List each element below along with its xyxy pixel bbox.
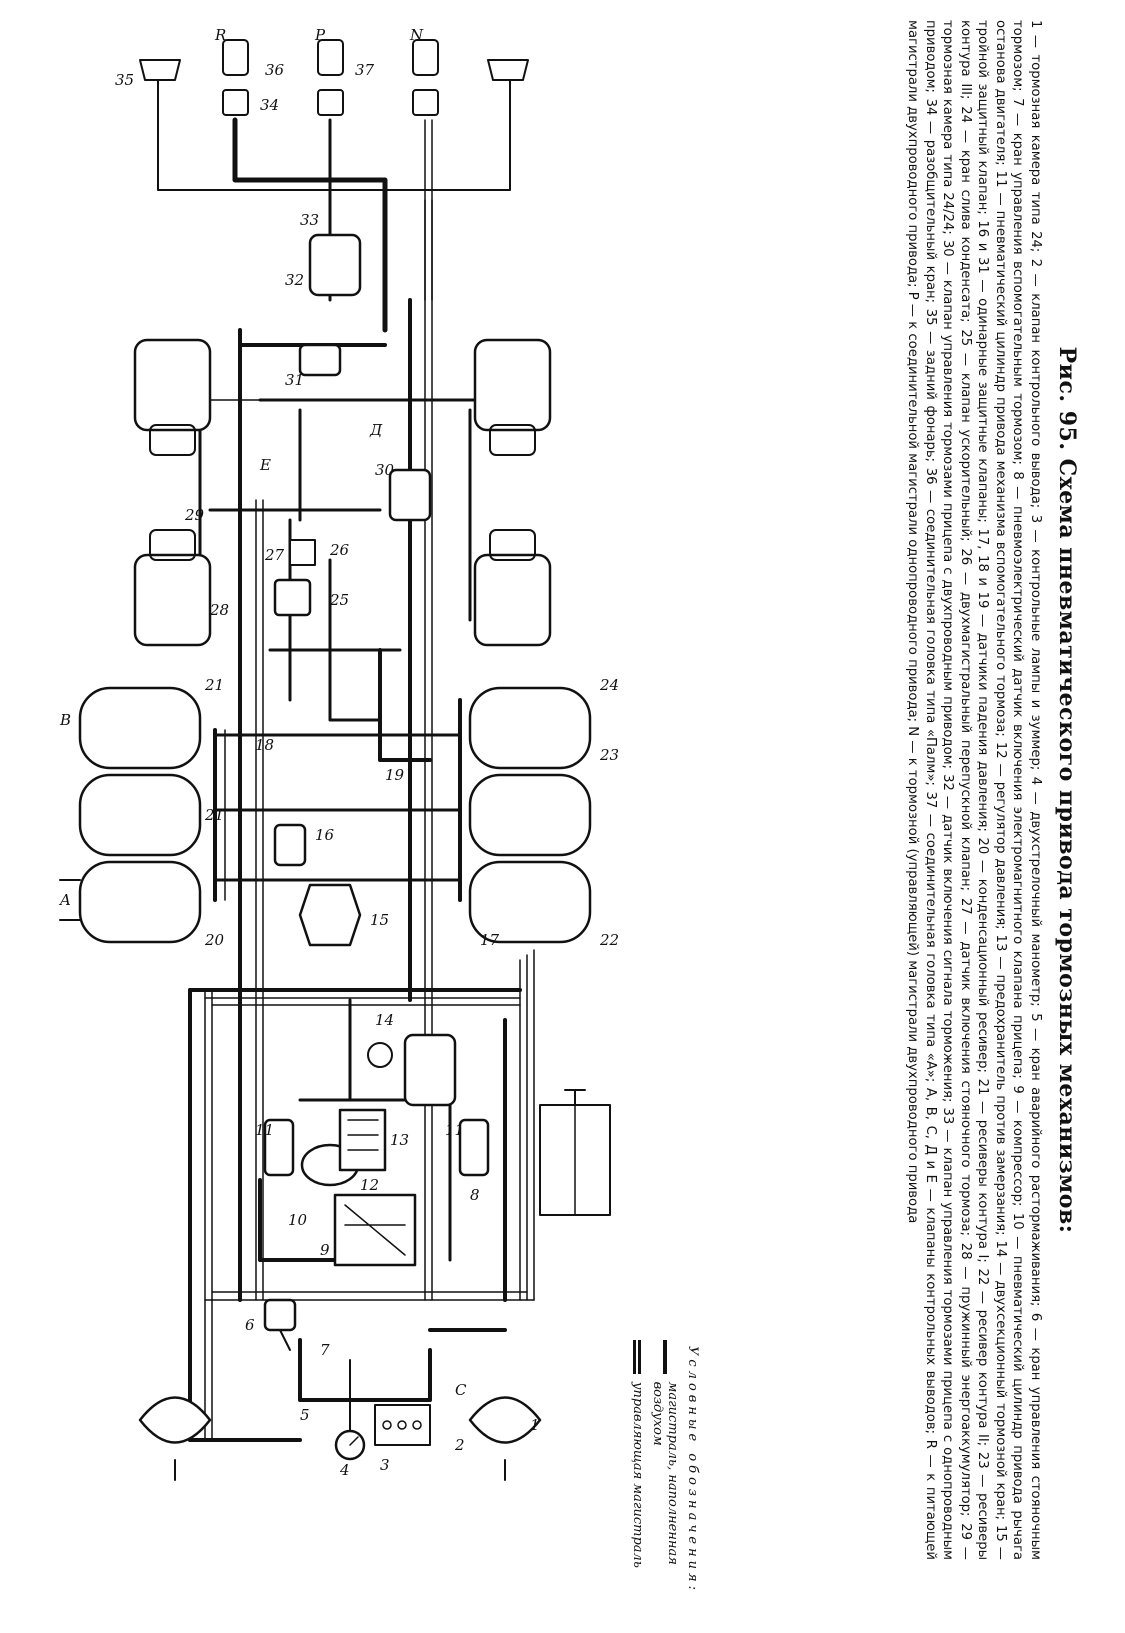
callout-15: 15 <box>370 911 389 929</box>
callout-29: 29 <box>184 506 205 524</box>
coupling-head-N <box>412 39 439 116</box>
callout-20: 20 <box>204 931 225 949</box>
callout-B: B <box>59 711 71 729</box>
callout-P: P <box>314 26 326 44</box>
callout-30: 30 <box>375 461 395 479</box>
rear-lamp-left-35 <box>139 59 181 81</box>
callout-22: 22 <box>599 931 619 949</box>
callout-26: 26 <box>329 541 350 559</box>
callout-11-right: 11 <box>445 1121 464 1139</box>
control-line-swatch <box>633 1340 642 1374</box>
callout-27: 27 <box>264 546 285 564</box>
callout-21-b: 21 <box>204 676 224 694</box>
control-lamps-3 <box>374 1404 431 1446</box>
figure-title: Рис. 95. Схема пневматического привода т… <box>1054 346 1080 1234</box>
relay-valve-25 <box>273 578 312 617</box>
callout-9: 9 <box>320 1241 330 1259</box>
callout-17: 17 <box>480 931 500 949</box>
callout-34: 34 <box>260 96 279 114</box>
compressor-9 <box>333 1193 417 1267</box>
reservoir-20 <box>59 860 202 944</box>
callout-36: 36 <box>265 61 285 79</box>
electric-block <box>539 1089 611 1216</box>
callout-28: 28 <box>209 601 229 619</box>
legend-heading: Условные обозначения: <box>685 1346 700 1595</box>
callout-D: Д <box>369 421 383 439</box>
callout-12: 12 <box>360 1176 379 1194</box>
callout-E: E <box>259 456 271 474</box>
callout-3: 3 <box>380 1456 390 1474</box>
callout-31: 31 <box>285 371 304 389</box>
callout-33: 33 <box>300 211 319 229</box>
callout-2: 2 <box>454 1436 465 1454</box>
antifreeze-13 <box>338 1108 387 1172</box>
protection-valve-31 <box>298 343 342 377</box>
reservoir-21b <box>78 686 202 770</box>
callout-19: 19 <box>385 766 405 784</box>
callout-23: 23 <box>599 746 619 764</box>
callout-N: N <box>409 26 424 44</box>
triple-protection-valve-15 <box>298 883 362 947</box>
double-check-valve-26 <box>289 539 316 566</box>
callout-6: 6 <box>245 1316 255 1334</box>
callout-16: 16 <box>315 826 335 844</box>
callout-32: 32 <box>285 271 304 289</box>
spring-brake-chamber-upper-right <box>473 338 552 456</box>
legend-item-control-line: управляющая магистраль <box>630 1340 645 1630</box>
parking-brake-valve-6 <box>263 1298 297 1351</box>
spring-brake-chamber-upper-left <box>133 338 212 456</box>
callout-7: 7 <box>320 1341 330 1359</box>
callout-25: 25 <box>329 591 349 609</box>
trailer-control-valve-33 <box>308 233 362 297</box>
figure-description: 1 — тормозная камера типа 24; 2 — клапан… <box>905 20 1044 1560</box>
callout-18: 18 <box>255 736 274 754</box>
reservoir-23b <box>468 686 592 770</box>
coupling-head-37 <box>317 39 344 116</box>
spring-brake-chamber-28-right <box>473 529 552 647</box>
reservoir-21a <box>78 773 202 857</box>
callout-13: 13 <box>390 1131 409 1149</box>
trailer-control-valve-30 <box>388 468 432 522</box>
air-line-swatch <box>663 1340 667 1374</box>
callout-21-a: 21 <box>204 806 224 824</box>
figure-caption: Рис. 95. Схема пневматического привода т… <box>780 10 1081 1570</box>
reservoir-23a <box>468 773 592 857</box>
callout-8: 8 <box>470 1186 480 1204</box>
callout-24: 24 <box>599 676 619 694</box>
brake-valve-14 <box>367 1033 457 1107</box>
callout-A: A <box>58 891 71 909</box>
callout-35: 35 <box>115 71 134 89</box>
reservoir-22 <box>468 860 592 944</box>
callout-4: 4 <box>339 1461 350 1479</box>
brake-chamber-1 <box>468 1396 542 1481</box>
callout-C: C <box>455 1381 467 1399</box>
callout-5: 5 <box>300 1406 310 1424</box>
legend-item-air-line: магистраль, наполненная воздухом <box>650 1340 680 1630</box>
callout-14: 14 <box>375 1011 394 1029</box>
callout-11-left: 11 <box>255 1121 274 1139</box>
protection-valve-16 <box>273 823 307 867</box>
callout-10: 10 <box>288 1211 308 1229</box>
brake-chamber-front-left <box>138 1396 212 1481</box>
legend: Условные обозначения: магистраль, наполн… <box>630 1340 700 1630</box>
rear-lamp-right <box>487 59 529 81</box>
callout-1: 1 <box>530 1416 540 1434</box>
legend-item-label: управляющая магистраль <box>630 1382 645 1568</box>
legend-item-label: магистраль, наполненная воздухом <box>650 1381 680 1565</box>
spring-brake-chamber-28-left <box>133 529 212 647</box>
cylinder-11-right <box>458 1118 490 1177</box>
cylinder-11-left <box>263 1118 295 1177</box>
coupling-head-36 <box>222 39 249 116</box>
callout-37: 37 <box>355 61 375 79</box>
callout-R: R <box>214 26 226 44</box>
manometer-4 <box>334 1429 366 1461</box>
